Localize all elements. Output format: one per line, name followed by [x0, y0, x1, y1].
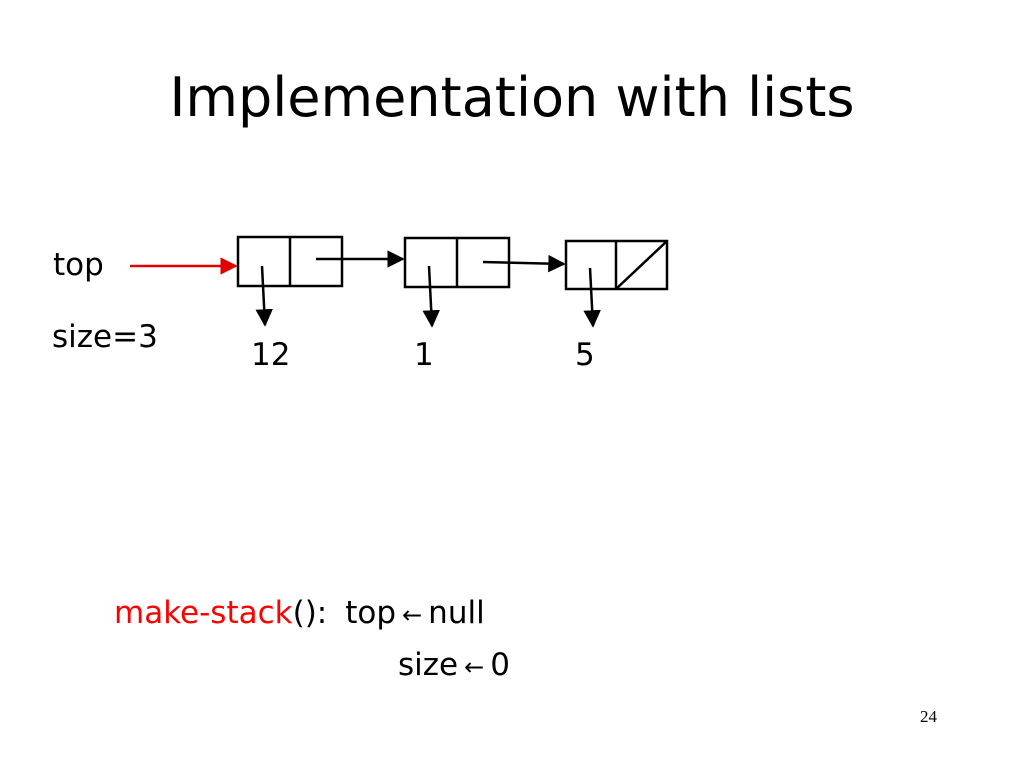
node-value-2: 1: [414, 337, 434, 373]
node-1-value-arrow: [255, 265, 273, 327]
node-3-value-arrow: [583, 267, 601, 328]
page-number: 24: [920, 707, 937, 726]
assign-arrow-icon: ←: [402, 601, 423, 629]
code-line-2: size←0: [398, 650, 510, 681]
function-name: make-stack: [114, 595, 293, 631]
null-value: null: [428, 595, 485, 631]
function-parens: ():: [292, 595, 328, 631]
list-node-1: [236, 235, 344, 288]
top-label: top: [53, 247, 104, 283]
top-var: top: [345, 595, 397, 631]
node-value-1: 12: [251, 337, 291, 373]
zero-value: 0: [490, 647, 510, 683]
assign-arrow-icon: ←: [464, 653, 485, 681]
list-node-3: [564, 239, 669, 291]
null-pointer-slash: [615, 240, 668, 290]
slide-title: Implementation with lists: [169, 66, 855, 129]
code-line-1: make-stack(): top←null: [114, 598, 485, 629]
node-2-next-arrow: [482, 254, 566, 273]
size-label: size=3: [52, 319, 158, 355]
node-value-3: 5: [575, 337, 595, 373]
size-var: size: [398, 647, 459, 683]
node-2-value-arrow: [422, 265, 440, 328]
